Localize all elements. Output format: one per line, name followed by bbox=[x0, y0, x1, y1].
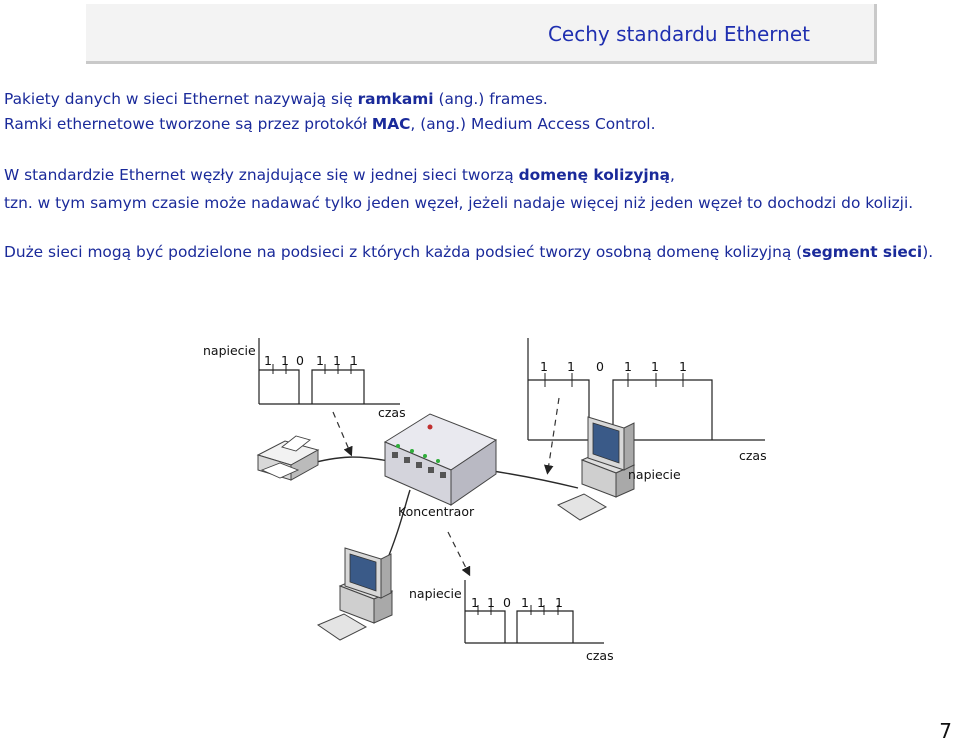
text-line-1: Pakiety danych w sieci Ethernet nazywają… bbox=[4, 90, 548, 109]
page-title: Cechy standardu Ethernet bbox=[547, 22, 810, 46]
bit-label: 1 bbox=[316, 353, 324, 368]
text-run: W standardzie Ethernet węzły znajdujące … bbox=[4, 166, 519, 184]
signal-arrows bbox=[332, 397, 560, 577]
text-line-2: Ramki ethernetowe tworzone są przez prot… bbox=[4, 115, 655, 134]
time-label: czas bbox=[586, 648, 614, 663]
text-run: Duże sieci mogą być podzielone na podsie… bbox=[4, 243, 803, 261]
bit-label: 1 bbox=[487, 595, 495, 610]
bit-label: 1 bbox=[350, 353, 358, 368]
computer-icon-right: napiecie bbox=[556, 416, 681, 521]
bit-label: 1 bbox=[471, 595, 479, 610]
text-run: ). bbox=[922, 243, 934, 261]
hub: Koncentraor bbox=[383, 413, 498, 519]
bit-label: 1 bbox=[555, 595, 563, 610]
hub-label: Koncentraor bbox=[398, 504, 475, 519]
bit-label: 0 bbox=[296, 353, 304, 368]
term-mac: MAC bbox=[371, 115, 411, 133]
bit-label: 1 bbox=[333, 353, 341, 368]
bit-label: 1 bbox=[567, 359, 575, 374]
bit-label: 1 bbox=[264, 353, 272, 368]
printer-icon bbox=[256, 435, 320, 481]
time-label: czas bbox=[739, 448, 767, 463]
bit-label: 1 bbox=[651, 359, 659, 374]
bit-label: 1 bbox=[624, 359, 632, 374]
signal-graph-bottom: napiecie 1 1 0 1 1 1 czas bbox=[409, 580, 614, 663]
signal-graph-right: 1 1 0 1 1 1 czas bbox=[527, 338, 767, 463]
text-line-3: W standardzie Ethernet węzły znajdujące … bbox=[4, 166, 675, 185]
bit-label: 0 bbox=[503, 595, 511, 610]
page-number: 7 bbox=[939, 719, 952, 743]
text-line-4: tzn. w tym samym czasie może nadawać tyl… bbox=[4, 194, 914, 212]
signal-graph-left: napiecie 1 1 0 1 1 1 czas bbox=[203, 338, 406, 420]
title-box: Cechy standardu Ethernet bbox=[86, 4, 877, 64]
bit-label: 1 bbox=[281, 353, 289, 368]
time-label: czas bbox=[378, 405, 406, 420]
voltage-label: napiecie bbox=[628, 467, 681, 482]
bit-label: 1 bbox=[521, 595, 529, 610]
text-run: , bbox=[669, 166, 675, 184]
bit-label: 1 bbox=[537, 595, 545, 610]
bit-label: 1 bbox=[540, 359, 548, 374]
bit-label: 1 bbox=[679, 359, 687, 374]
text-run: Pakiety danych w sieci Ethernet nazywają… bbox=[4, 90, 358, 108]
text-run: , (ang.) Medium Access Control. bbox=[410, 115, 656, 133]
computer-icon-bottom bbox=[316, 547, 394, 641]
term-segment: segment sieci bbox=[802, 243, 923, 261]
term-domena: domenę kolizyjną bbox=[518, 166, 670, 184]
voltage-label: napiecie bbox=[203, 343, 256, 358]
voltage-label: napiecie bbox=[409, 586, 462, 601]
term-ramkami: ramkami bbox=[357, 90, 434, 108]
text-line-5: Duże sieci mogą być podzielone na podsie… bbox=[4, 243, 933, 262]
text-run: Ramki ethernetowe tworzone są przez prot… bbox=[4, 115, 372, 133]
text-run: (ang.) frames. bbox=[433, 90, 548, 108]
bit-label: 0 bbox=[596, 359, 604, 374]
